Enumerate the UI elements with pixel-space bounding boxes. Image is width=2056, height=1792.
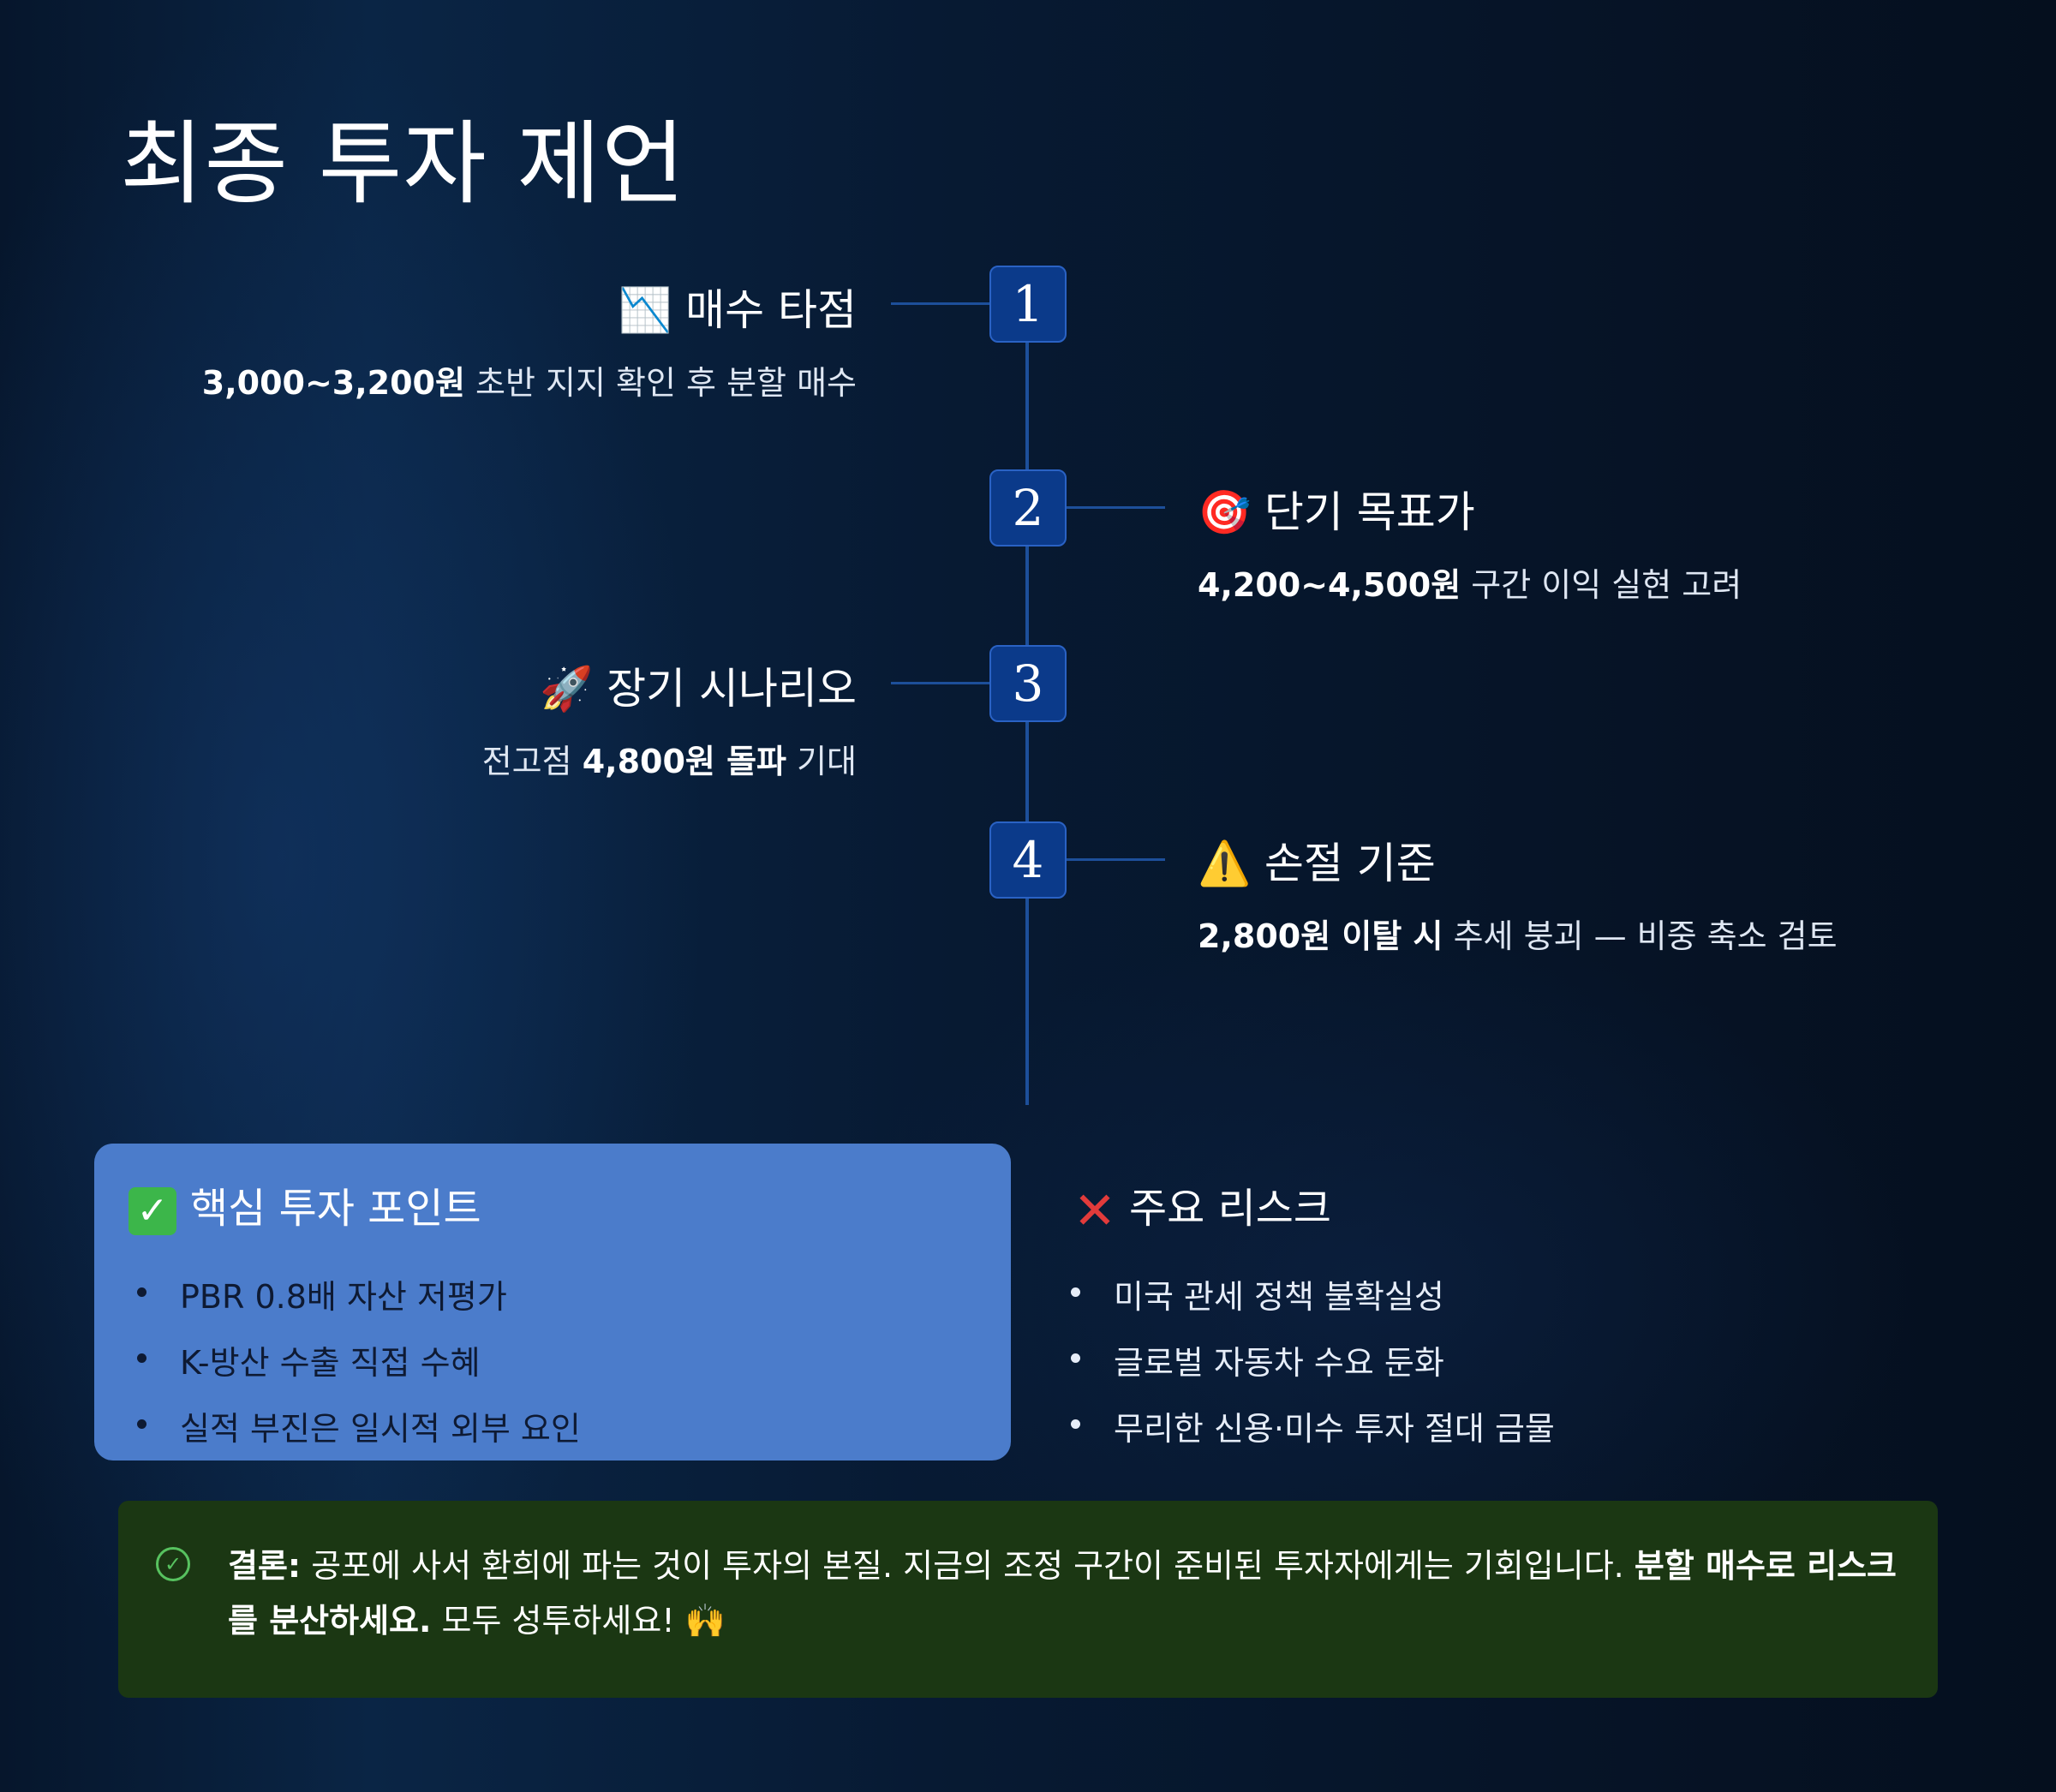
risks-title: ✕주요 리스크 xyxy=(1071,1174,1331,1241)
step-4-desc: 2,800원 이탈 시 추세 붕괴 — 비중 축소 검토 xyxy=(1198,917,1838,955)
page-title: 최종 투자 제언 xyxy=(120,111,686,217)
cross-mark-icon: ✕ xyxy=(1073,1181,1117,1241)
step-4-connector xyxy=(1065,858,1165,861)
step-4-title: ⚠️ 손절 기준 xyxy=(1198,839,1436,888)
step-3-number: 3 xyxy=(989,645,1067,722)
list-item: 글로벌 자동차 수요 둔화 xyxy=(1028,1336,1555,1402)
key-points-list: PBR 0.8배 자산 저평가 K-방산 수출 직접 수혜 실적 부진은 일시적… xyxy=(94,1270,581,1468)
step-1-number: 1 xyxy=(989,266,1067,343)
step-1-title: 📉 매수 타점 xyxy=(619,285,857,335)
step-3-connector xyxy=(891,682,992,684)
chart-decreasing-icon: 📉 xyxy=(619,285,672,335)
list-item: 무리한 신용·미수 투자 절대 금물 xyxy=(1028,1402,1555,1468)
step-2-desc: 4,200~4,500원 구간 이익 실현 고려 xyxy=(1198,566,1742,604)
key-points-title: ✓핵심 투자 포인트 xyxy=(128,1174,481,1235)
step-3-title: 🚀 장기 시나리오 xyxy=(540,664,857,714)
step-2-title: 🎯 단기 목표가 xyxy=(1198,487,1475,537)
list-item: 미국 관세 정책 불확실성 xyxy=(1028,1270,1555,1336)
key-points-card: ✓핵심 투자 포인트 PBR 0.8배 자산 저평가 K-방산 수출 직접 수혜… xyxy=(94,1144,1011,1460)
step-2-number: 2 xyxy=(989,469,1067,547)
target-icon: 🎯 xyxy=(1198,487,1252,537)
check-mark-icon: ✓ xyxy=(128,1187,176,1235)
step-1-desc: 3,000~3,200원 초반 지지 확인 후 분할 매수 xyxy=(201,364,857,402)
step-4-number: 4 xyxy=(989,821,1067,899)
risks-list: 미국 관세 정책 불확실성 글로벌 자동차 수요 둔화 무리한 신용·미수 투자… xyxy=(1028,1270,1555,1468)
warning-icon: ⚠️ xyxy=(1198,839,1252,888)
step-3-desc: 전고점 4,800원 돌파 기대 xyxy=(481,743,857,780)
check-circle-icon: ✓ xyxy=(156,1547,190,1581)
conclusion-box: ✓ 결론: 공포에 사서 환희에 파는 것이 투자의 본질. 지금의 조정 구간… xyxy=(118,1501,1938,1698)
list-item: K-방산 수출 직접 수혜 xyxy=(94,1336,581,1402)
step-2-connector xyxy=(1065,506,1165,509)
step-1-connector xyxy=(891,302,992,305)
conclusion-text: 결론: 공포에 사서 환희에 파는 것이 투자의 본질. 지금의 조정 구간이 … xyxy=(228,1547,1897,1640)
list-item: PBR 0.8배 자산 저평가 xyxy=(94,1270,581,1336)
rocket-icon: 🚀 xyxy=(540,664,594,714)
list-item: 실적 부진은 일시적 외부 요인 xyxy=(94,1402,581,1468)
